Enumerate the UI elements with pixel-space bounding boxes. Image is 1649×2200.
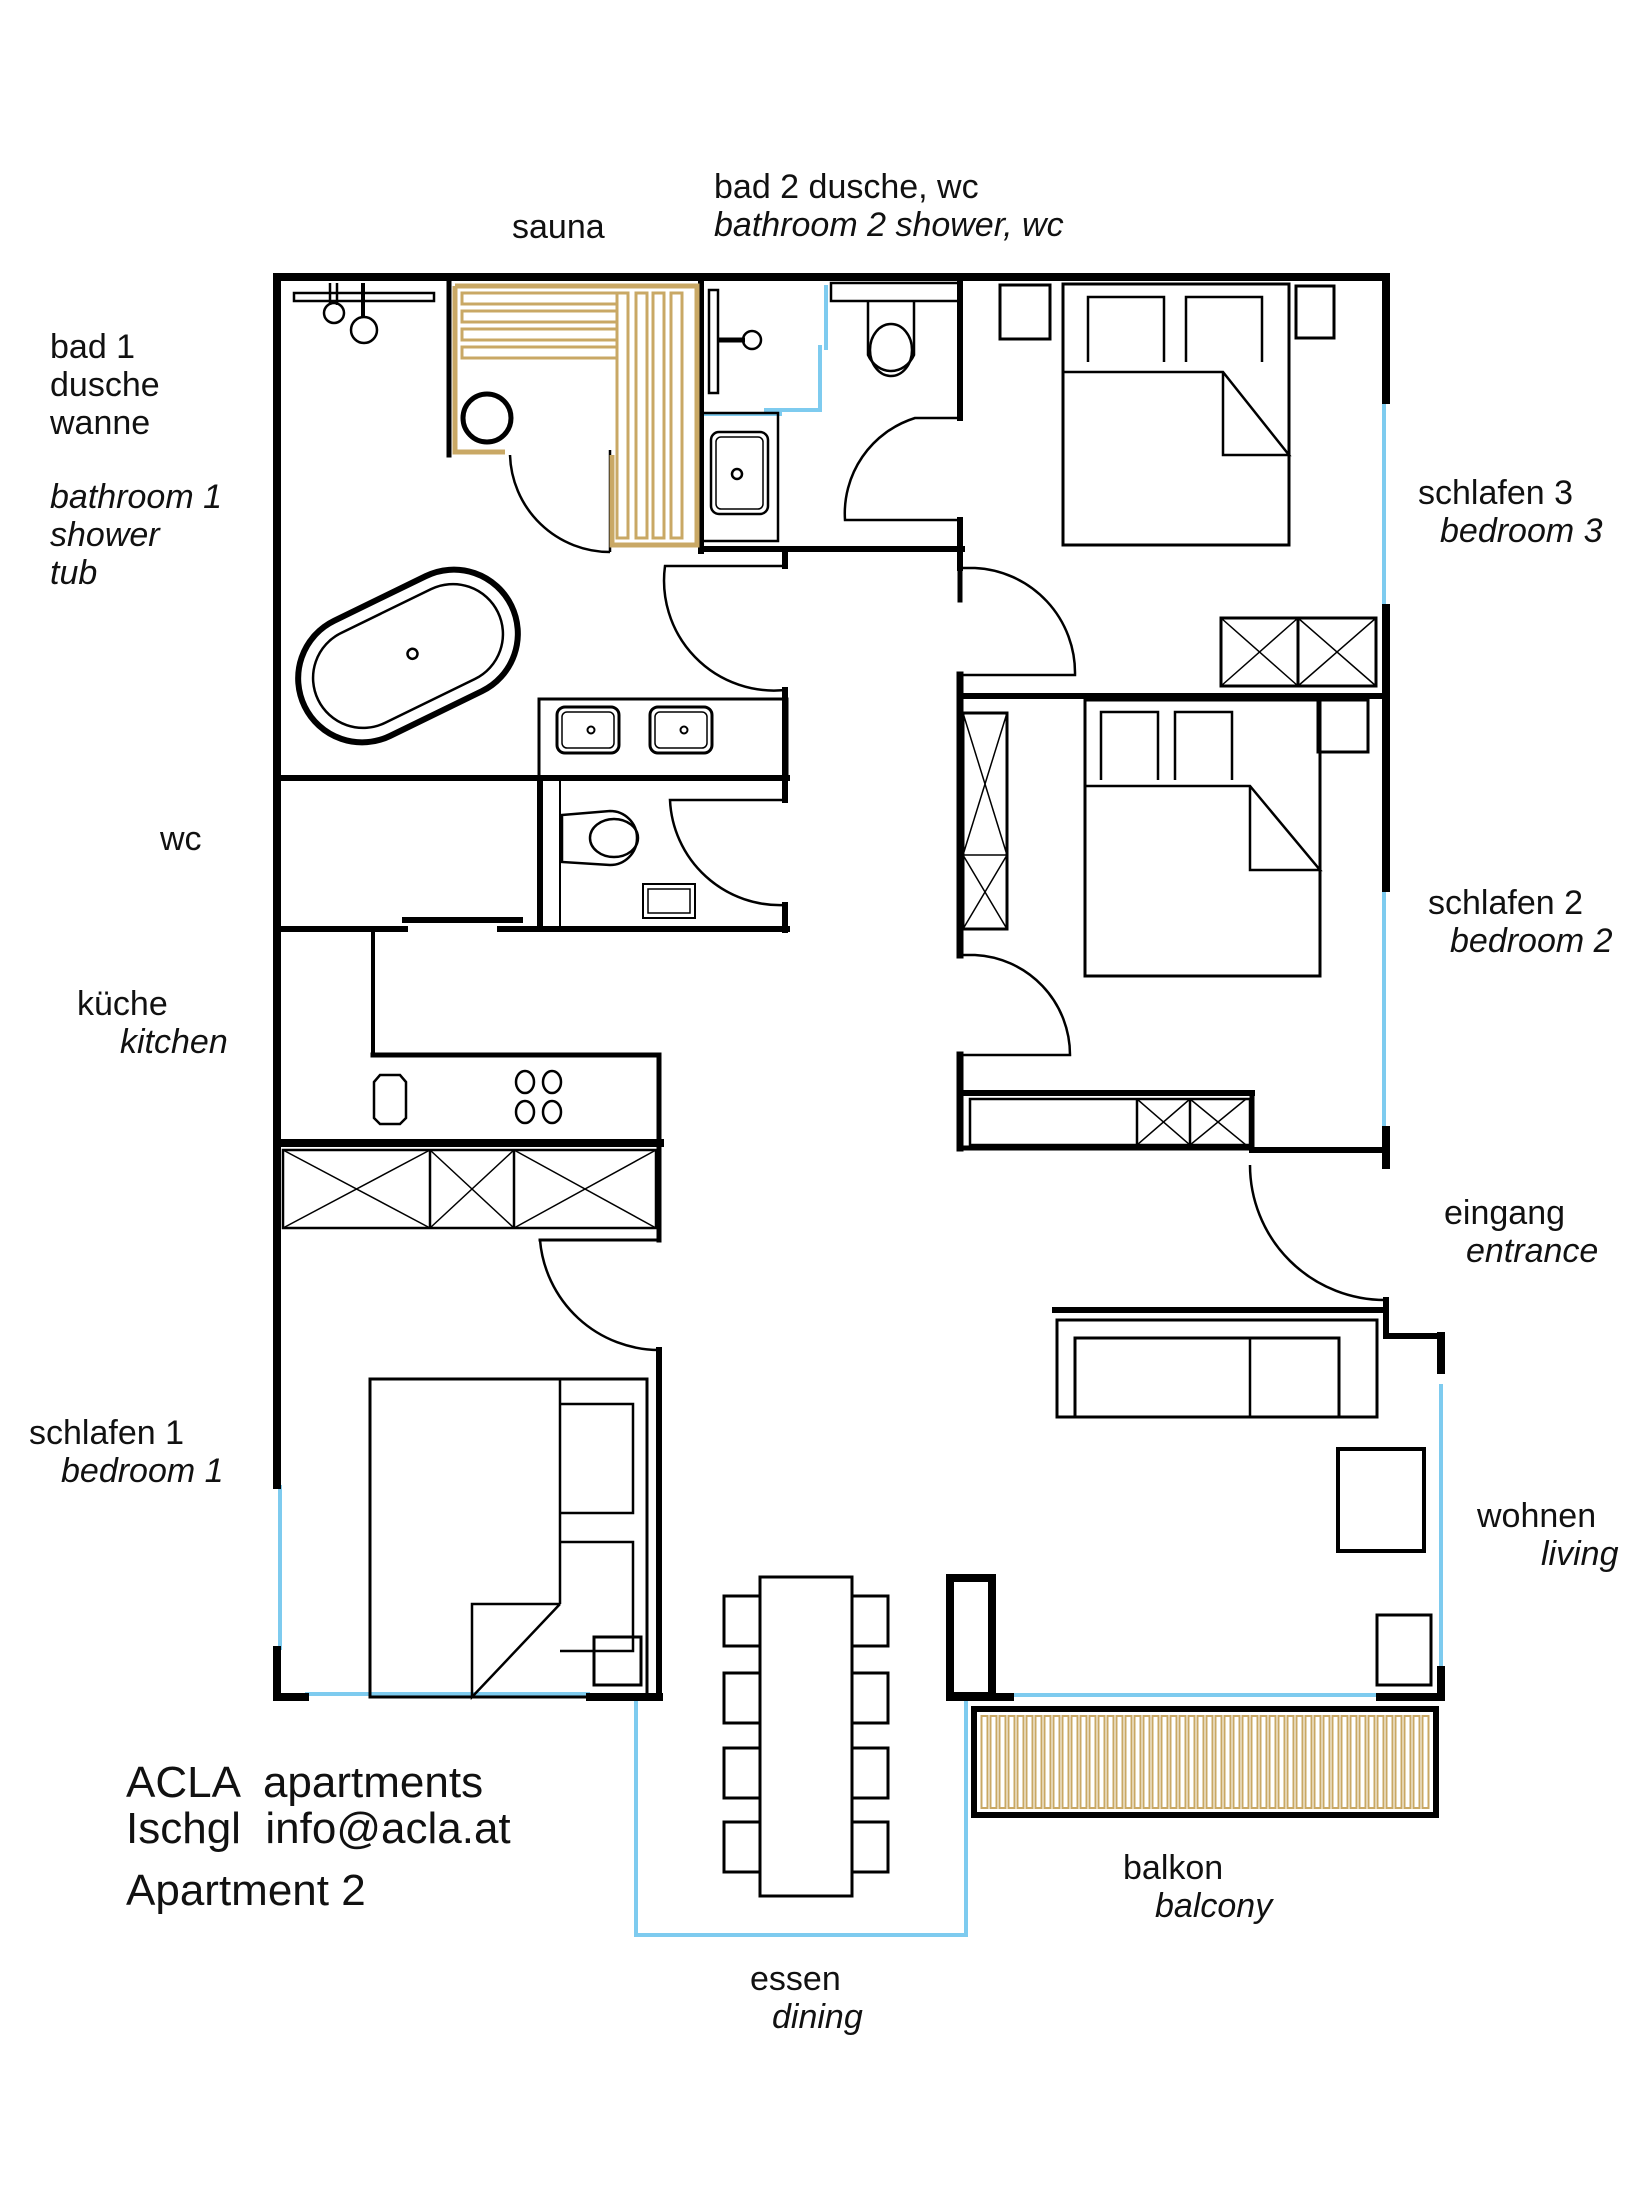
label-wc: wc	[160, 820, 202, 858]
toilet-icon	[829, 281, 961, 378]
shower-icon	[707, 288, 763, 395]
label-en: bedroom 2	[1450, 922, 1613, 960]
wardrobe-icon	[968, 1097, 1252, 1147]
label-en: living	[1541, 1535, 1619, 1573]
sauna-stove-icon	[460, 391, 514, 445]
label-sauna: sauna	[512, 208, 605, 246]
label-de: küche	[77, 985, 168, 1023]
label-schlafen2: schlafen 2 bedroom 2	[1428, 884, 1613, 960]
label-de: sauna	[512, 208, 605, 246]
label-en: kitchen	[120, 1023, 228, 1061]
shower-icon	[292, 283, 436, 345]
label-en: bedroom 3	[1440, 512, 1603, 550]
brand-contact: Ischgl info@acla.at	[126, 1804, 511, 1853]
label-wohnen: wohnen living	[1477, 1497, 1618, 1573]
label-de: wc	[160, 820, 202, 858]
balcony-deck-icon	[971, 1706, 1439, 1818]
label-balkon: balkon balcony	[1123, 1849, 1272, 1925]
label-eingang: eingang entrance	[1444, 1194, 1598, 1270]
label-de: eingang	[1444, 1194, 1566, 1232]
sofa-icon	[1055, 1318, 1433, 1687]
label-de: bad 1	[50, 328, 136, 366]
label-de: balkon	[1123, 1849, 1224, 1887]
bed-icon	[1083, 698, 1370, 978]
wardrobe-icon	[1219, 616, 1378, 688]
label-essen: essen dining	[750, 1960, 863, 2036]
label-kueche: küche kitchen	[77, 985, 228, 1061]
label-en: bedroom 1	[61, 1452, 224, 1490]
sink-icon	[537, 697, 789, 779]
label-en: entrance	[1466, 1232, 1599, 1270]
label-de: essen	[750, 1960, 841, 1998]
apartment-title: Apartment 2	[126, 1866, 366, 1915]
label-de: schlafen 1	[29, 1414, 184, 1452]
label-schlafen3: schlafen 3 bedroom 3	[1418, 474, 1603, 550]
wardrobe-icon	[281, 1148, 658, 1230]
label-de: schlafen 2	[1428, 884, 1583, 922]
label-en: bathroom 1	[50, 478, 222, 516]
stove-icon	[372, 1069, 563, 1126]
bathtub-icon	[295, 566, 521, 746]
bed-icon	[368, 1377, 649, 1701]
label-en: shower	[50, 516, 160, 554]
label-en: dining	[772, 1998, 863, 2036]
label-en: balcony	[1155, 1887, 1273, 1925]
label-en: bathroom 2 shower, wc	[714, 206, 1064, 244]
label-schlafen1: schlafen 1 bedroom 1	[29, 1414, 224, 1490]
walls	[273, 273, 1445, 1701]
label-de: schlafen 3	[1418, 474, 1573, 512]
brand-name: ACLA apartments	[126, 1758, 484, 1807]
label-de: dusche	[50, 366, 160, 404]
label-bad1: bad 1 dusche wanne bathroom 1 shower tub	[50, 328, 222, 592]
window-icon	[278, 285, 1443, 1937]
sink-icon	[699, 411, 780, 543]
bed-icon	[998, 282, 1336, 547]
label-de: bad 2 dusche, wc	[714, 168, 979, 206]
label-de: wohnen	[1477, 1497, 1597, 1535]
label-de: wanne	[50, 404, 151, 442]
toilet-icon	[560, 809, 696, 919]
dining-table-icon	[722, 1575, 890, 1898]
label-bad2: bad 2 dusche, wc bathroom 2 shower, wc	[714, 168, 1064, 244]
wardrobe-icon	[961, 711, 1009, 931]
door-swing-icon	[508, 416, 1387, 1352]
sauna-bench-icon	[452, 283, 700, 548]
label-en: tub	[50, 554, 98, 592]
